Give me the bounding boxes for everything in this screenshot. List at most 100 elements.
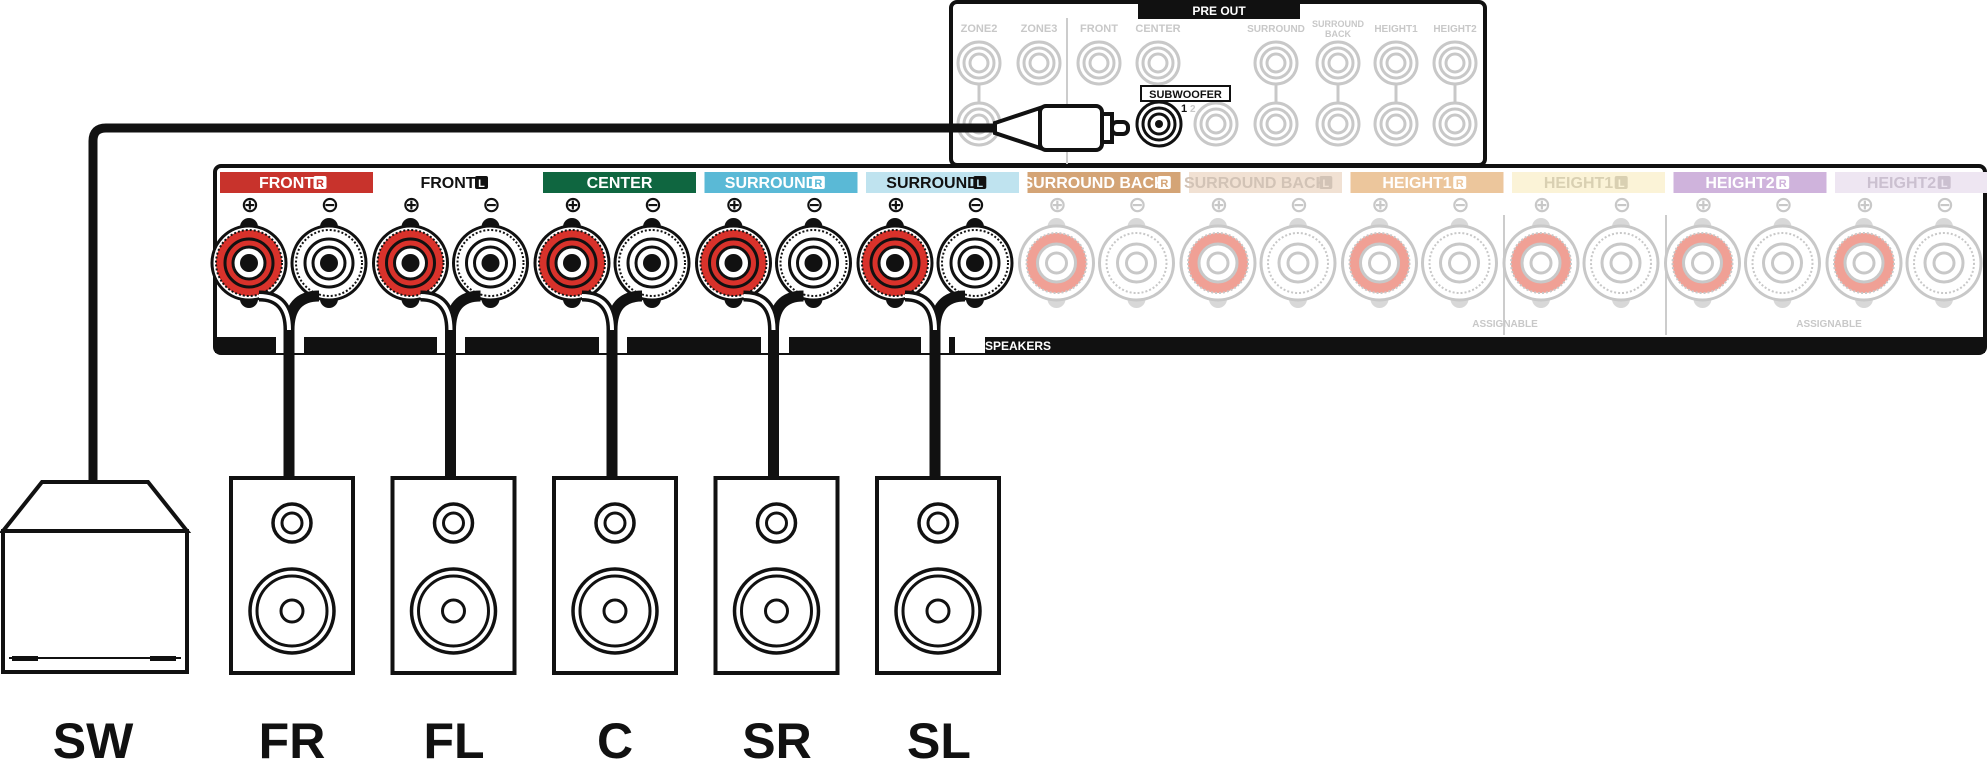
speaker-wires: [258, 290, 966, 480]
channel-badge: [973, 176, 987, 189]
terminal-hole: [1206, 251, 1230, 275]
rca-jack: [1432, 40, 1478, 86]
pre-out-label-front: FRONT: [1080, 23, 1118, 35]
assignable-label-1: ASSIGNABLE: [1472, 319, 1538, 330]
speaker-1: [390, 476, 517, 675]
tweeter-dome: [603, 511, 627, 535]
rca-jack-ring: [1385, 113, 1407, 135]
speakers-footer-bar: [215, 337, 1985, 353]
subwoofer-cabinet: [0, 480, 192, 674]
terminal-plus: [1018, 218, 1095, 308]
channel-label: SURROUND BACK: [1022, 175, 1166, 192]
channel-badge: [1937, 176, 1951, 189]
channel-label: HEIGHT2: [1867, 175, 1936, 192]
pre-out-title-bar: [1138, 2, 1300, 19]
plus-symbol: ⊕: [725, 192, 743, 217]
speaker-0: [229, 476, 355, 675]
channel-2: CENTER⊕⊖: [533, 172, 696, 308]
rca-jack: [1315, 101, 1361, 147]
terminal-hole: [1771, 251, 1794, 275]
channel-badge: [1453, 176, 1467, 189]
pre-out-label-back: BACK: [1325, 29, 1351, 39]
channel-badge: [1319, 176, 1333, 189]
minus-symbol: ⊖: [1936, 192, 1954, 217]
terminal-hole: [1045, 251, 1068, 275]
terminal-hole: [1691, 251, 1714, 275]
pre-out-label-height2: HEIGHT2: [1433, 24, 1477, 35]
terminal-hole: [1529, 251, 1553, 275]
pre-out-label-surround-2: SURROUND: [1312, 19, 1365, 29]
terminal-minus: [1421, 218, 1498, 308]
terminal-hole: [401, 254, 420, 272]
speaker-wire-highlight: [420, 294, 453, 331]
tweeter-dome: [442, 511, 465, 535]
tweeter-dome: [280, 511, 304, 535]
terminal-minus: [775, 218, 852, 308]
channel-badge: [313, 176, 327, 189]
channel-badge: [811, 176, 825, 189]
channel-badge-letter: L: [1941, 178, 1948, 190]
rca-jack: [1315, 40, 1361, 86]
channel-header: [543, 172, 696, 193]
terminal-hole: [724, 254, 743, 272]
plus-symbol: ⊕: [241, 192, 259, 217]
rca-jack-grid: [956, 40, 1478, 147]
label-sr: SR: [742, 713, 811, 769]
rca-jack: [1016, 40, 1062, 86]
terminal-minus: [613, 218, 691, 308]
rca-jack-ring: [1327, 52, 1349, 74]
terminal-hole: [563, 254, 581, 272]
subwoofer-label-box: [1140, 85, 1231, 102]
plus-symbol: ⊕: [1694, 192, 1712, 217]
minus-symbol: ⊖: [1613, 192, 1631, 217]
channel-badge-letter: L: [976, 178, 983, 190]
subwoofer-top: [0, 480, 192, 533]
channel-badge-letter: L: [1618, 178, 1625, 190]
channel-badge-letter: L: [1322, 178, 1329, 190]
subwoofer-number-2: 2: [1190, 104, 1196, 115]
label-c: C: [597, 713, 633, 769]
terminal-hole: [320, 254, 338, 272]
subwoofer-jack-pin: [1155, 120, 1163, 128]
rca-jack-ring: [1265, 52, 1287, 74]
terminal-hole: [1852, 251, 1876, 275]
terminal-plus: [372, 218, 449, 308]
plus-symbol: ⊕: [1048, 192, 1066, 217]
terminal-plus: [210, 218, 288, 308]
rca-plug-body: [1038, 104, 1104, 152]
pre-out-label-zone3: ZONE3: [1021, 23, 1058, 35]
rca-jack: [1432, 101, 1478, 147]
terminal-hole: [1368, 251, 1391, 275]
terminal-minus: [452, 218, 529, 308]
channel-header: [220, 172, 373, 193]
woofer-cap: [602, 598, 628, 624]
terminal-minus: [1582, 218, 1660, 308]
terminal-plus: [1664, 218, 1741, 308]
speaker-labels: SW FR FL C SR SL: [53, 713, 971, 769]
minus-symbol: ⊖: [967, 192, 985, 217]
terminal-minus: [936, 218, 1014, 308]
woofer-cap: [441, 598, 466, 624]
channel-badge-letter: R: [1160, 178, 1168, 190]
woofer-cap: [279, 598, 305, 624]
pre-out-label-center: CENTER: [1135, 23, 1180, 35]
rca-jack: [1076, 40, 1122, 86]
speaker-4: [875, 476, 1001, 675]
minus-symbol: ⊖: [805, 192, 823, 217]
channel-label: HEIGHT1: [1544, 175, 1613, 192]
plus-symbol: ⊕: [1856, 192, 1874, 217]
speaker-2: [552, 476, 678, 675]
terminal-plus: [1179, 218, 1257, 308]
terminal-plus: [856, 218, 934, 308]
subwoofer-foot-left: [12, 656, 38, 661]
label-sl: SL: [907, 713, 971, 769]
